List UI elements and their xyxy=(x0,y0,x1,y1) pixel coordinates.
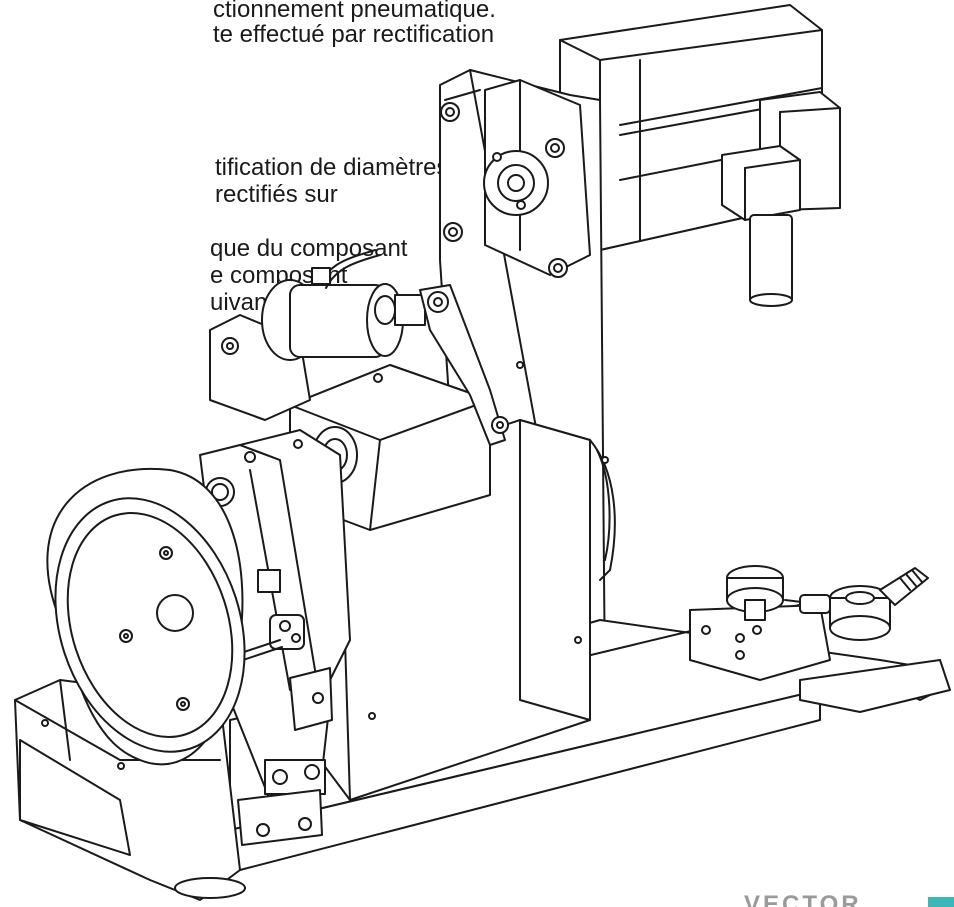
text-line-1: ctionnement pneumatique. xyxy=(213,0,496,23)
pneumatic-cylinder xyxy=(209,249,509,446)
brand-logo-text: VECTOR xyxy=(744,891,862,907)
text-line-2: te effectué par rectification xyxy=(213,21,495,48)
chuck-disc xyxy=(41,467,246,770)
motor-connector-lower xyxy=(721,145,801,307)
text-line-6: rectifiés sur xyxy=(215,181,338,208)
dial-gauge xyxy=(726,565,929,641)
brand-logo-accent xyxy=(928,897,954,907)
brand-logo: VECTOR xyxy=(744,891,954,907)
text-line-5: tification de diamètres xyxy=(215,154,449,181)
